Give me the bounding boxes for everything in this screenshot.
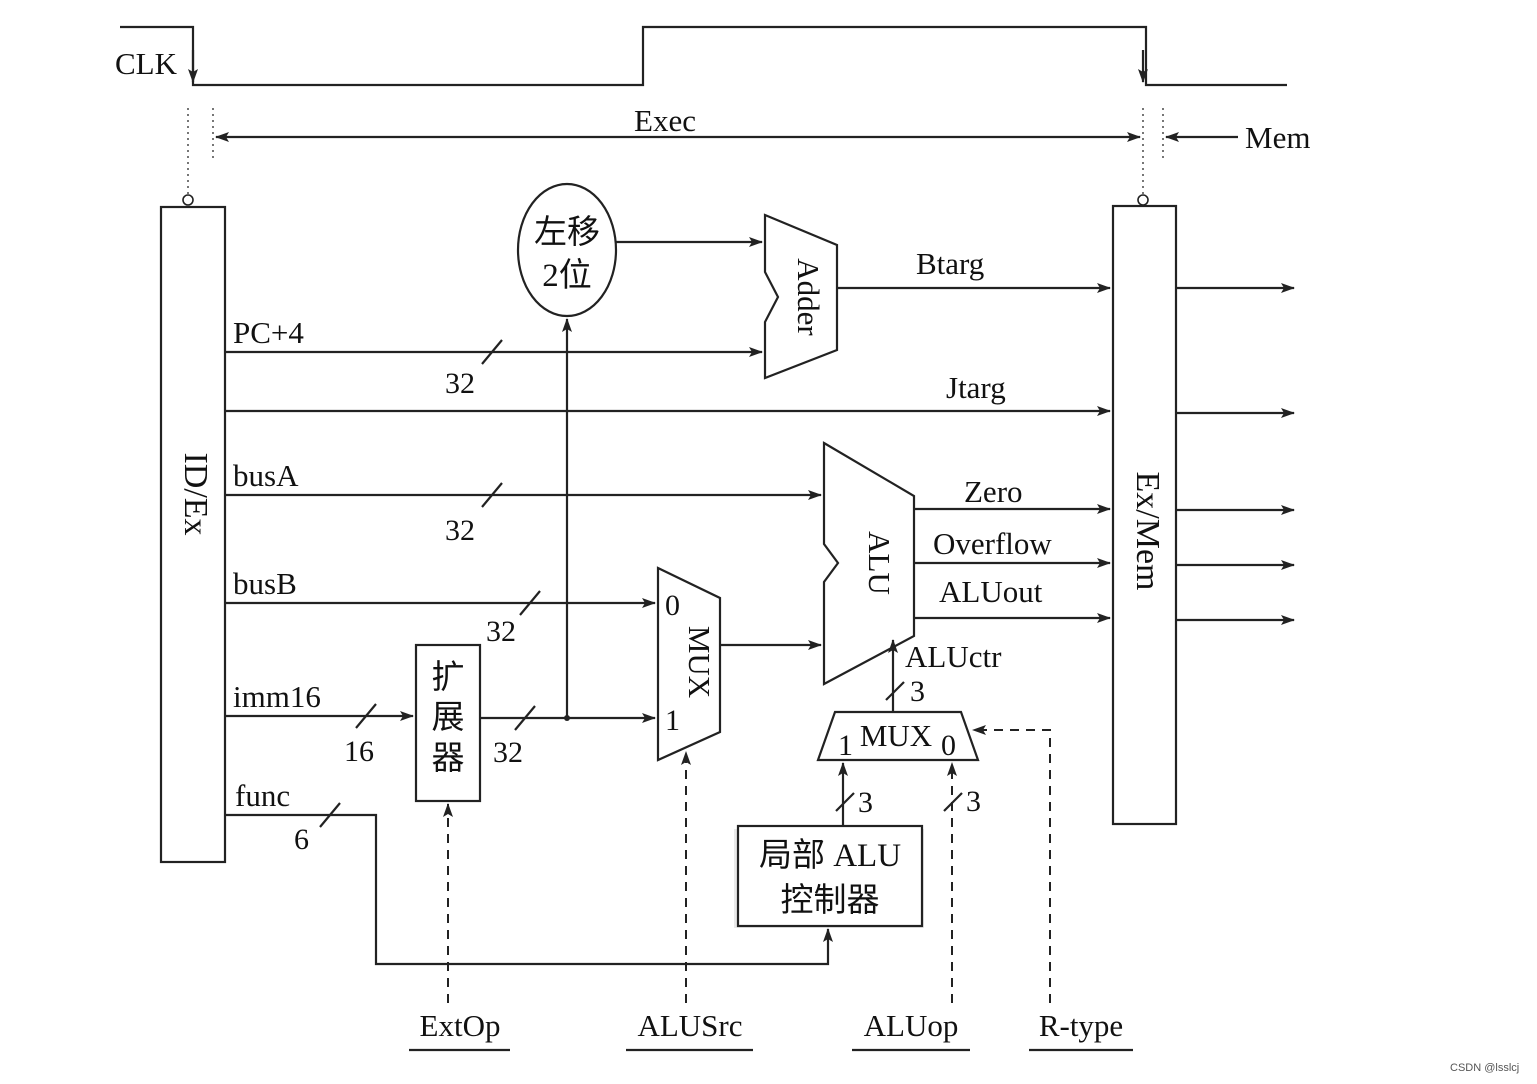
id-ex-label: ID/Ex bbox=[177, 452, 214, 535]
signal-labels: PC+4 Btarg Jtarg busA busB imm16 func Ze… bbox=[233, 246, 1052, 813]
aluctr-width: 3 bbox=[910, 675, 925, 708]
extender-label-line-1: 扩 bbox=[432, 659, 465, 696]
imm16-width: 16 bbox=[344, 735, 374, 768]
imm16-label: imm16 bbox=[233, 679, 321, 714]
jtarg-label: Jtarg bbox=[946, 370, 1006, 405]
wires bbox=[225, 237, 1295, 966]
local-alu-controller: 局部 ALU 控制器 bbox=[734, 824, 924, 928]
sign-extender: 扩 展 器 bbox=[414, 643, 482, 803]
extop-label: ExtOp bbox=[420, 1008, 501, 1043]
overflow-label: Overflow bbox=[933, 526, 1052, 561]
alu-label: ALU bbox=[862, 531, 897, 595]
ex-mem-register: Ex/Mem bbox=[1111, 204, 1178, 826]
func-width: 6 bbox=[294, 823, 309, 856]
local-out-width: 3 bbox=[858, 786, 873, 819]
aluctr-label: ALUctr bbox=[905, 639, 1002, 674]
mem-phase-label: Mem bbox=[1245, 120, 1310, 155]
adder-unit: Adder bbox=[763, 213, 839, 380]
busa-label: busA bbox=[233, 458, 299, 493]
extender-label-line-3: 器 bbox=[432, 741, 465, 777]
control-signal-labels: ExtOp ALUSrc ALUop R-type bbox=[409, 1008, 1133, 1052]
aluctr-mux-input-0: 0 bbox=[941, 729, 956, 762]
busb-width: 32 bbox=[486, 615, 516, 648]
local-ctrl-label-line-2: 控制器 bbox=[781, 882, 880, 919]
alu-unit: ALU bbox=[822, 441, 916, 686]
aluop-bus-width: 3 bbox=[966, 785, 981, 818]
id-ex-register: ID/Ex bbox=[159, 205, 227, 864]
pc4-width: 32 bbox=[445, 367, 475, 400]
adder-label: Adder bbox=[791, 258, 826, 336]
aluout-label: ALUout bbox=[939, 574, 1043, 609]
alusrc-mux-label: MUX bbox=[682, 626, 717, 698]
phase-markers: Exec Mem bbox=[182, 103, 1310, 206]
ex-mem-label: Ex/Mem bbox=[1129, 472, 1166, 591]
bus-width-marks bbox=[319, 339, 963, 828]
pc4-label: PC+4 bbox=[233, 315, 304, 350]
alusrc-mux: MUX 0 1 bbox=[656, 566, 722, 762]
func-label: func bbox=[235, 778, 290, 813]
rtype-label: R-type bbox=[1039, 1008, 1123, 1043]
shift-left-2-unit: 左移 2位 bbox=[516, 182, 618, 318]
busb-label: busB bbox=[233, 566, 297, 601]
zero-label: Zero bbox=[964, 474, 1023, 509]
local-ctrl-label-line-1: 局部 ALU bbox=[759, 837, 901, 874]
ext-out-width: 32 bbox=[493, 736, 523, 769]
btarg-label: Btarg bbox=[916, 246, 984, 281]
alusrc-mux-input-0: 0 bbox=[665, 589, 680, 622]
watermark: CSDN @lsslcj bbox=[1450, 1062, 1519, 1074]
aluop-label: ALUop bbox=[864, 1008, 959, 1043]
extender-label-line-2: 展 bbox=[432, 700, 465, 736]
clock-waveform: CLK bbox=[115, 25, 1287, 87]
clock-label: CLK bbox=[115, 46, 178, 81]
alusrc-label: ALUSrc bbox=[637, 1008, 742, 1043]
aluctr-mux: MUX 1 0 bbox=[816, 710, 980, 762]
busa-width: 32 bbox=[445, 514, 475, 547]
bus-width-labels: 32 32 32 16 32 6 3 3 3 bbox=[294, 367, 981, 856]
alusrc-mux-input-1: 1 bbox=[665, 704, 680, 737]
shift-label-line-1: 左移 bbox=[534, 214, 600, 251]
shift-label-line-2: 2位 bbox=[542, 257, 592, 294]
aluctr-mux-input-1: 1 bbox=[838, 729, 853, 762]
aluctr-mux-label: MUX bbox=[860, 718, 932, 753]
exec-phase-label: Exec bbox=[634, 103, 696, 138]
